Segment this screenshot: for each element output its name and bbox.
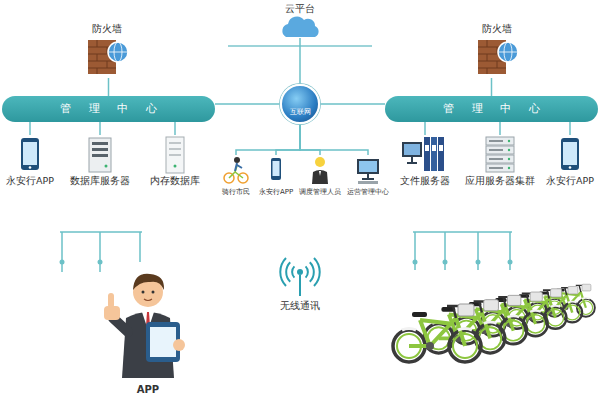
node-label: 永安行APP xyxy=(6,175,54,187)
firewall-icon xyxy=(88,40,128,74)
node-label: 运营管理中心 xyxy=(347,188,389,197)
node-label: 永安行APP xyxy=(259,188,293,197)
node-label: 防火墙 xyxy=(92,22,122,35)
device-node: 文件服务器 xyxy=(397,135,453,187)
user-node: 运营管理中心 xyxy=(344,155,392,197)
connector xyxy=(108,78,110,96)
device-node: 数据库服务器 xyxy=(67,135,133,187)
user-node: 调度管理人员 xyxy=(296,155,344,197)
user-node: 骑行市民 xyxy=(219,155,253,197)
device-node: 应用服务器集群 xyxy=(462,135,538,187)
connector xyxy=(499,122,501,135)
node-label: 管理中心 xyxy=(426,102,558,116)
connector xyxy=(215,103,280,105)
device-node: 永安行APP xyxy=(543,135,597,187)
server-cluster-icon xyxy=(486,137,514,172)
device-node: 内存数据库 xyxy=(147,135,203,187)
bicycles xyxy=(393,284,595,362)
monitor-icon xyxy=(357,159,379,184)
management-bar: 管理中心 xyxy=(385,96,598,122)
internet-globe: 互联网 xyxy=(280,84,320,124)
node-label: APP xyxy=(137,383,159,396)
connector xyxy=(29,122,31,135)
device-node: 永安行APP xyxy=(3,135,57,187)
server-icon xyxy=(89,138,111,172)
node-label: 防火墙 xyxy=(482,22,512,35)
user-node: 永安行APP xyxy=(256,155,297,197)
phone-icon xyxy=(21,138,39,170)
connector xyxy=(174,122,176,135)
phone-icon xyxy=(271,158,281,180)
app-user-node: APP xyxy=(106,266,190,396)
connector xyxy=(300,124,368,155)
node-label: 骑行市民 xyxy=(222,188,250,197)
connector xyxy=(299,38,301,84)
connector xyxy=(236,124,300,155)
firewall-node: 防火墙 xyxy=(85,22,129,78)
connector xyxy=(569,122,571,135)
wireless-icon xyxy=(280,258,319,296)
file-server-icon xyxy=(402,137,444,171)
node-label: 调度管理人员 xyxy=(299,188,341,197)
phone-icon xyxy=(561,138,579,170)
connector xyxy=(424,122,426,135)
cloud-icon xyxy=(282,16,318,37)
node-label: 文件服务器 xyxy=(400,175,450,187)
firewall-icon xyxy=(478,40,518,74)
node-label: 管理中心 xyxy=(43,102,175,116)
man-figure xyxy=(104,274,185,378)
connector xyxy=(99,122,101,135)
cyclist-icon xyxy=(224,157,248,183)
network-dots xyxy=(60,260,513,265)
firewall-node: 防火墙 xyxy=(475,22,519,78)
node-label: 应用服务器集群 xyxy=(465,175,535,187)
node-label: 内存数据库 xyxy=(150,175,200,187)
node-label: 永安行APP xyxy=(546,175,594,187)
dispatcher-icon xyxy=(312,157,328,184)
connector xyxy=(491,78,493,96)
connector xyxy=(320,103,385,105)
node-label: 云平台 xyxy=(285,2,315,15)
connector xyxy=(276,124,300,155)
wireless-label: 无线通讯 xyxy=(280,299,320,312)
network-lines xyxy=(60,232,512,272)
node-label: 互联网 xyxy=(290,109,311,117)
node-label: 数据库服务器 xyxy=(70,175,130,187)
management-bar: 管理中心 xyxy=(2,96,215,122)
cloud-node: 云平台 xyxy=(280,2,320,38)
memory-db-icon xyxy=(166,137,184,173)
